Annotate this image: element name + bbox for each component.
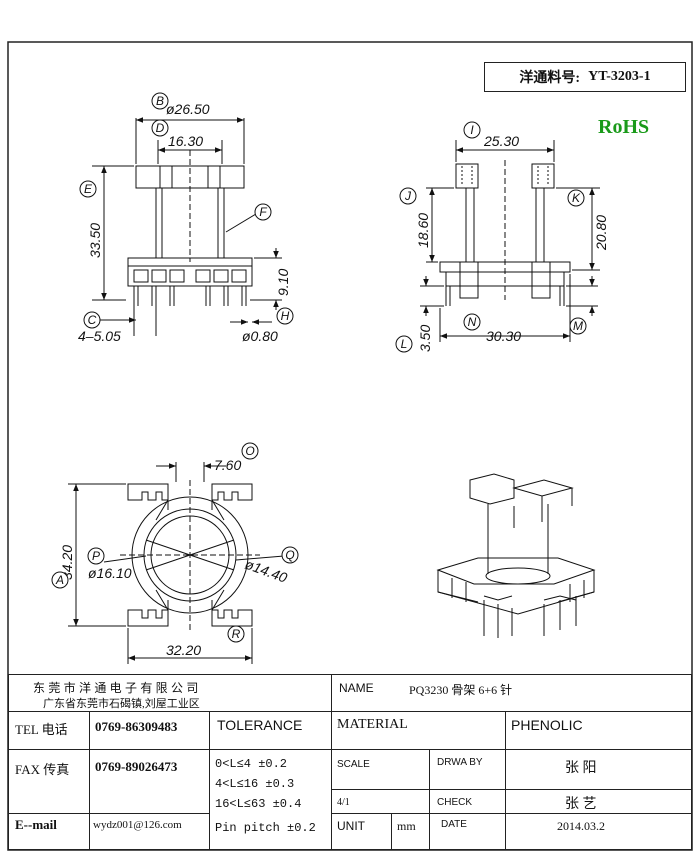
letter-balloons [51, 92, 587, 643]
balloon-Q-text: Q [285, 548, 294, 562]
dim-J-value: 18.60 [415, 213, 431, 248]
date-label: DATE [441, 819, 467, 830]
balloon-M-text: M [573, 319, 583, 333]
tolerance-row-1: 0<L≤4 ±0.2 [215, 757, 288, 771]
balloon-A [51, 571, 69, 589]
drawn-by-label: DRWA BY [437, 757, 483, 768]
email-label: E--mail [15, 817, 57, 832]
sheet-frame [7, 41, 693, 851]
balloon-F-text: F [259, 205, 267, 219]
balloon-F [254, 203, 272, 221]
email-value: wydz001@126.com [93, 819, 182, 831]
balloon-P-text: P [92, 549, 100, 563]
dim-I-value: 25.30 [483, 133, 519, 149]
front-view [92, 117, 282, 336]
balloon-H-text: H [281, 309, 290, 323]
check-label: CHECK [437, 797, 473, 808]
dim-O-value: 7.60 [214, 457, 241, 473]
scale-value: 4/1 [337, 797, 350, 808]
bottom-view [68, 462, 285, 664]
balloon-R-text: R [232, 627, 241, 641]
balloon-B-text: B [156, 94, 164, 108]
dim-L-value: 3.50 [417, 325, 433, 352]
dim-Q-value: ø14.40 [243, 556, 290, 586]
balloon-K-text: K [572, 191, 581, 205]
balloon-I-text: I [470, 123, 474, 137]
balloon-C [83, 311, 101, 329]
dim-A-value: 34.20 [59, 545, 75, 580]
dimension-labels: ø26.50 16.30 33.50 9.10 4–5.05 ø0.80 25.… [59, 101, 609, 658]
dim-N-value: 30.30 [486, 328, 521, 344]
fax-label: FAX 传真 [15, 762, 70, 777]
balloon-Q [281, 546, 299, 564]
part-number-label: 洋通料号: [519, 71, 581, 86]
tolerance-label: TOLERANCE [217, 717, 303, 733]
balloon-M [569, 317, 587, 335]
tolerance-row-4: Pin pitch ±0.2 [215, 821, 316, 835]
balloon-L [395, 335, 413, 353]
balloon-L-text: L [401, 337, 408, 351]
fax-value: 0769-89026473 [95, 759, 178, 774]
rohs-mark: RoHS [598, 116, 650, 138]
dim-B-value: ø26.50 [166, 101, 210, 117]
balloon-N [463, 313, 481, 331]
dim-P-value: ø16.10 [88, 565, 132, 581]
check-value: 张 艺 [565, 797, 597, 812]
company-address: 广东省东莞市石碣镇,刘屋工业区 [43, 698, 200, 710]
title-block: 东 莞 市 洋 通 电 子 有 限 公 司 广东省东莞市石碣镇,刘屋工业区 NA… [8, 674, 692, 850]
balloon-I [463, 121, 481, 139]
company-name: 东 莞 市 洋 通 电 子 有 限 公 司 [33, 681, 199, 695]
dim-C-value: 4–5.05 [78, 328, 121, 344]
isometric-view [436, 473, 596, 638]
dim-D-value: 16.30 [168, 133, 203, 149]
dim-H-value: ø0.80 [242, 328, 278, 344]
name-value: PQ3230 骨架 6+6 针 [409, 683, 513, 697]
balloon-E-text: E [84, 182, 93, 196]
drawn-by-value: 张 阳 [565, 761, 597, 776]
balloon-H [276, 307, 294, 325]
balloon-J [399, 187, 417, 205]
balloon-N-text: N [468, 315, 477, 329]
balloon-A-text: A [55, 573, 64, 587]
dim-R-value: 32.20 [166, 642, 201, 658]
balloon-O-text: O [245, 444, 254, 458]
part-number-value: YT-3203-1 [588, 69, 651, 84]
dim-K-value: 20.80 [593, 215, 609, 251]
date-value: 2014.03.2 [557, 819, 605, 833]
balloon-O [241, 442, 259, 460]
tel-value: 0769-86309483 [95, 719, 178, 734]
material-value: PHENOLIC [511, 717, 583, 733]
balloon-D-text: D [156, 121, 165, 135]
material-label: MATERIAL [337, 717, 408, 732]
dim-E-value: 33.50 [87, 223, 103, 258]
balloon-B [151, 92, 169, 110]
balloon-J-text: J [404, 189, 412, 203]
balloon-P [87, 547, 105, 565]
letter-balloon-text: B D E F C H I J K L M N O A P Q R [55, 94, 583, 641]
tolerance-row-2: 4<L≤16 ±0.3 [215, 777, 295, 791]
balloon-C-text: C [88, 313, 97, 327]
dim-9-10-value: 9.10 [275, 269, 291, 296]
scale-label: SCALE [337, 759, 370, 770]
side-view [420, 140, 600, 342]
name-label: NAME [339, 681, 374, 695]
part-number-box: 洋通料号: YT-3203-1 [484, 62, 686, 92]
balloon-R [227, 625, 245, 643]
unit-label: UNIT [337, 819, 365, 833]
tel-label: TEL 电话 [15, 722, 68, 737]
balloon-E [79, 180, 97, 198]
tolerance-row-3: 16<L≤63 ±0.4 [215, 797, 302, 811]
balloon-D [151, 119, 169, 137]
balloon-K [567, 189, 585, 207]
unit-value: mm [397, 819, 416, 833]
